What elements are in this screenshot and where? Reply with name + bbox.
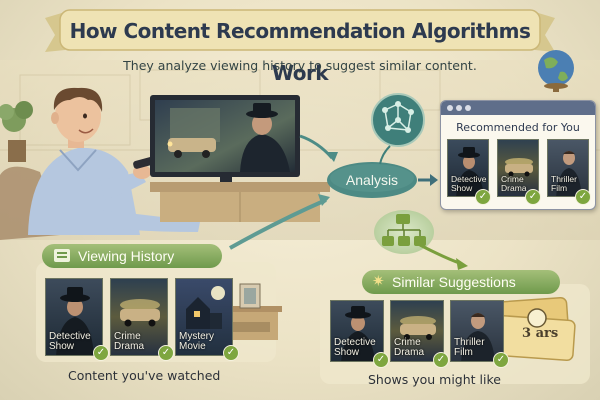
window-dot-icon [456,105,462,111]
history-card-crime[interactable]: Crime Drama [110,278,168,356]
check-icon: ✓ [373,352,389,368]
tv-stand [150,182,330,222]
history-card-mystery[interactable]: Mystery Movie [175,278,233,356]
tv-screen [150,95,300,182]
car-icon [400,316,436,340]
check-icon: ✓ [433,352,449,368]
check-icon: ✓ [223,345,239,361]
haunted-house-icon [186,286,225,329]
globe-icon [538,50,574,92]
car-icon [120,299,160,327]
ticket-label: 3 ars [522,326,559,341]
title-banner: How Content Recommendation Algorithms Wo… [55,10,545,85]
recommended-window: Recommended for You Detective Show Crime… [440,100,596,210]
window-dot-icon [447,105,453,111]
detective-icon [341,306,375,361]
similar-card-thriller[interactable]: Thriller Film [450,300,504,362]
analysis-label: Analysis [345,172,399,188]
viewing-history-pill: Viewing History [42,244,222,268]
plant-icon [0,101,33,162]
check-icon: ✓ [475,189,491,205]
similar-caption: Shows you might like [368,372,501,387]
person-illustration [28,87,200,235]
check-icon: ✓ [158,345,174,361]
recommended-card-thriller[interactable]: Thriller Film [547,139,589,197]
man-icon [556,151,582,196]
hierarchy-icon [374,210,434,254]
history-caption: Content you've watched [68,368,221,383]
check-icon: ✓ [93,345,109,361]
similar-card-detective[interactable]: Detective Show [330,300,384,362]
page-title: How Content Recommendation Algorithms Wo… [69,19,531,85]
history-card-detective[interactable]: Detective Show [45,278,103,356]
recommended-card-detective[interactable]: Detective Show [447,139,489,197]
window-dot-icon [465,105,471,111]
side-table [226,283,282,340]
history-list-icon [54,249,70,262]
network-icon [371,93,425,147]
detective-icon [456,147,484,196]
recommended-title: Recommended for You [456,121,580,134]
window-titlebar [441,101,595,115]
sparkle-icon: ✷ [372,273,385,290]
check-icon: ✓ [525,189,541,205]
ticket-icon [488,296,576,362]
man-icon [461,313,495,361]
car-icon [505,158,533,177]
page-subtitle: They analyze viewing history to suggest … [123,58,477,73]
title-banner-shape [45,9,555,52]
detective-icon [56,287,94,355]
similar-card-crime[interactable]: Crime Drama [390,300,444,362]
check-icon: ✓ [493,352,509,368]
similar-suggestions-pill: ✷ Similar Suggestions [362,270,560,294]
check-icon: ✓ [575,189,591,205]
recommended-card-crime[interactable]: Crime Drama [497,139,539,197]
